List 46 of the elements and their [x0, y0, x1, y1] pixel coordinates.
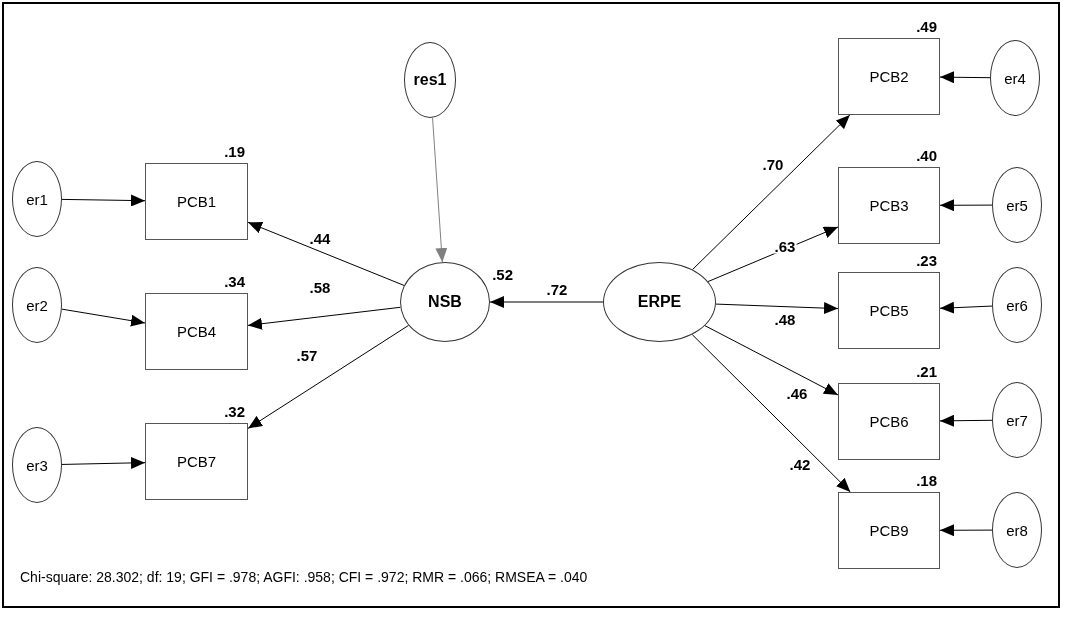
r-squared-value: .23 — [916, 253, 937, 268]
variable-name: ERPE — [637, 294, 682, 310]
variable-name: er7 — [1006, 412, 1028, 428]
variable-name: PCB9 — [869, 523, 909, 538]
variable-name: PCB4 — [176, 324, 217, 339]
r-squared-value: .32 — [224, 404, 245, 419]
r-squared-value: .52 — [492, 267, 513, 282]
arrow — [61, 194, 146, 207]
variable-name: er8 — [1006, 522, 1028, 538]
arrow — [489, 296, 604, 308]
r-squared-value: .18 — [916, 473, 937, 488]
arrow — [939, 414, 993, 427]
r-squared-value: .34 — [224, 274, 245, 289]
variable-name: NSB — [428, 294, 462, 310]
variable-name: er1 — [26, 191, 48, 207]
arrow — [692, 114, 851, 271]
r-squared-value: .49 — [916, 19, 937, 34]
arrow — [247, 221, 405, 286]
variable-name: PCB6 — [869, 414, 909, 429]
variable-name: er6 — [1006, 297, 1028, 313]
variable-name: PCB3 — [869, 198, 909, 213]
arrow — [939, 199, 993, 212]
variable-name: res1 — [413, 72, 447, 88]
arrow — [691, 334, 851, 493]
arrow — [939, 524, 993, 537]
r-squared-value: .40 — [916, 148, 937, 163]
arrow — [939, 301, 993, 314]
arrow — [61, 456, 146, 469]
variable-name: er2 — [26, 297, 48, 313]
arrow — [247, 324, 409, 429]
variable-name: PCB1 — [176, 194, 217, 209]
variable-name: er4 — [1004, 70, 1026, 86]
arrow — [939, 71, 991, 84]
arrow — [715, 302, 839, 315]
arrow — [432, 117, 448, 263]
fit-statistics-note: Chi-square: 28.302; df: 19; GFI = .978; AGFI: .958; CFI = .972; RMR = .066; RMSEA = .040 — [20, 570, 588, 584]
variable-name: PCB5 — [869, 303, 909, 318]
arrow — [61, 308, 146, 327]
variable-name: er3 — [26, 457, 48, 473]
latent-variable-ellipse — [603, 262, 716, 342]
variable-name: PCB7 — [176, 454, 217, 469]
arrow — [247, 306, 401, 330]
r-squared-value: .21 — [916, 364, 937, 379]
variable-name: PCB2 — [869, 69, 909, 84]
r-squared-value: .19 — [224, 144, 245, 159]
variable-name: er5 — [1006, 197, 1028, 213]
